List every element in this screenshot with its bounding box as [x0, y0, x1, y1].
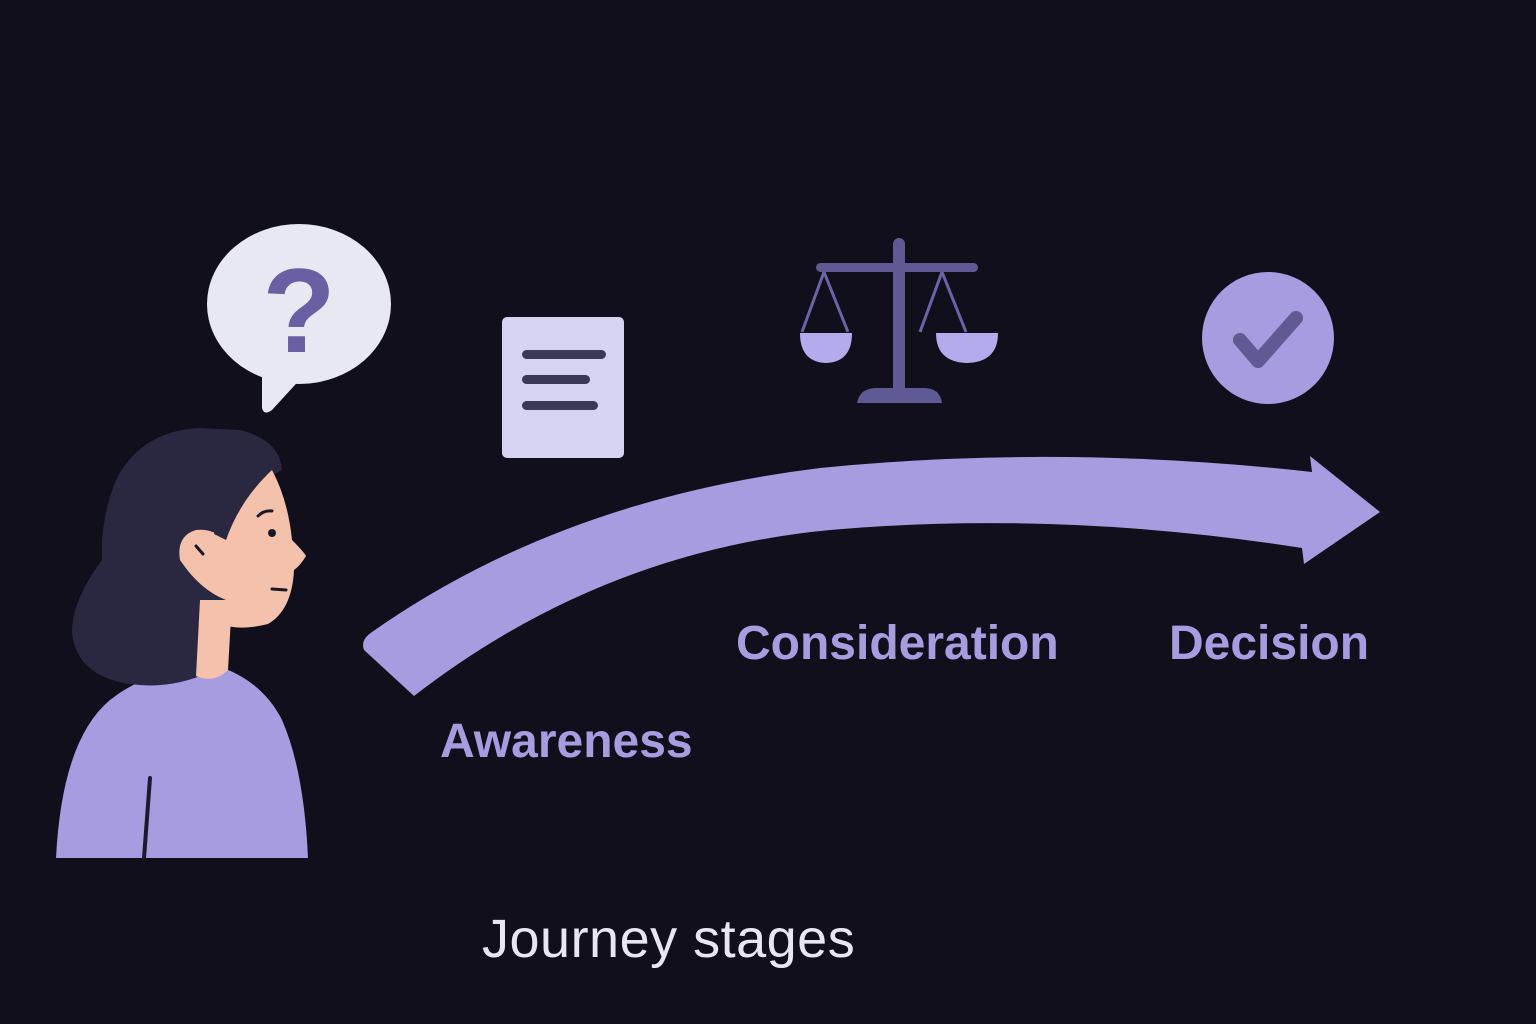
question-speech-bubble-icon: ?: [207, 224, 391, 413]
person-illustration: [56, 428, 308, 860]
stage-label-consideration: Consideration: [736, 617, 1059, 670]
checkmark-circle-icon: [1202, 272, 1334, 404]
stage-label-awareness: Awareness: [440, 715, 693, 768]
diagram-caption: Journey stages: [482, 909, 856, 969]
question-mark-icon: ?: [262, 244, 335, 378]
stage-label-decision: Decision: [1169, 617, 1370, 670]
journey-arrow: [363, 456, 1380, 696]
scales-icon: [800, 238, 998, 403]
document-icon: [502, 317, 624, 458]
